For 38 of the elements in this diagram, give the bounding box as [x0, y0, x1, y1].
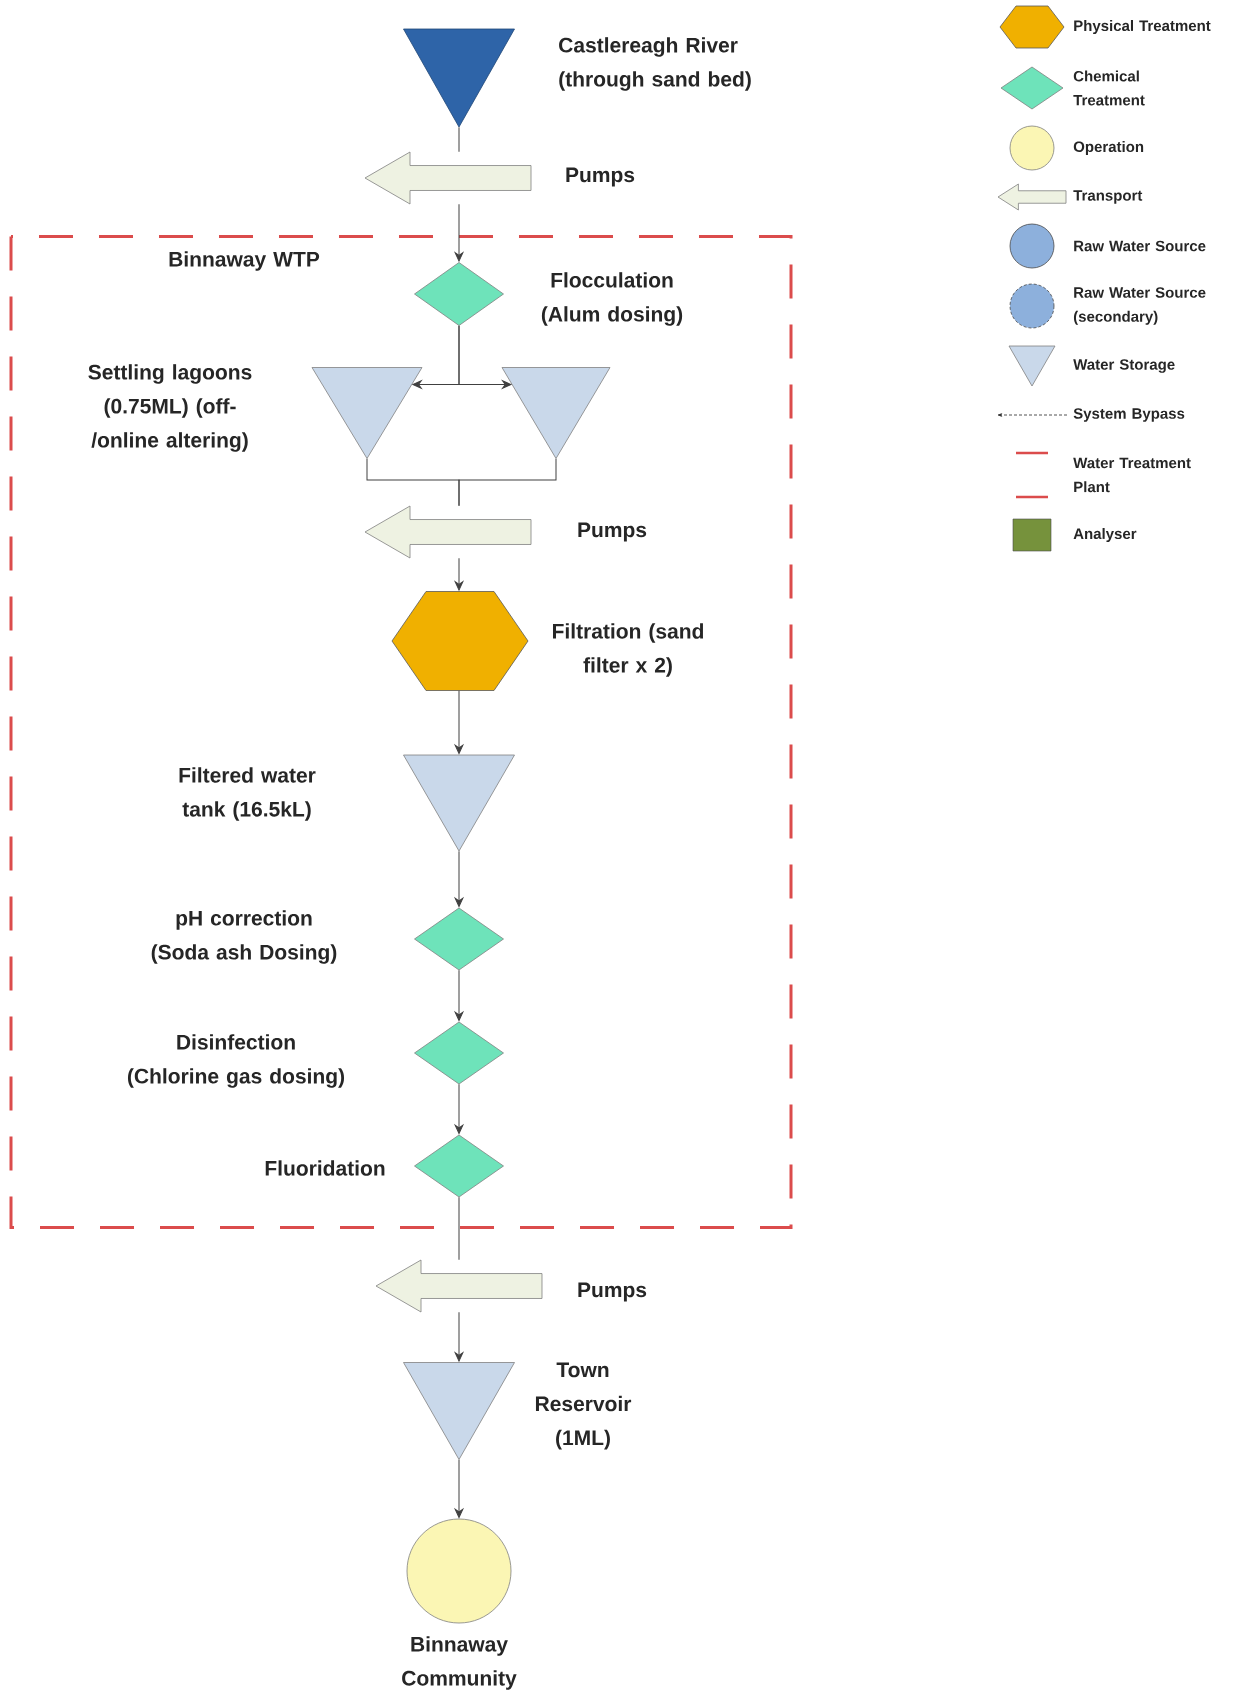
lagoon-triangle: Settling lagoons (0.75ML) (off-/online altering): [88, 364, 423, 459]
legend-label: Raw Water Source (secondary): [1073, 287, 1206, 325]
connector-line: [458, 1196, 460, 1261]
lagoon-triangle: [501, 367, 611, 459]
arrow: [458, 325, 512, 389]
node-label: Castlereagh River (through sand bed): [559, 37, 751, 91]
arrow: [454, 557, 464, 591]
node-label: Disinfection (Chlorine gas dosing): [127, 1034, 345, 1088]
legend-label: Operation: [1073, 141, 1144, 155]
node-label: Filtration (sand filter x 2): [553, 623, 704, 677]
connector-line: [458, 126, 460, 153]
arrow: [454, 850, 464, 908]
node-label: Filtered water tank (16.5kL): [179, 767, 316, 821]
arrow: [454, 690, 464, 755]
tank-triangle: Filtered water tank (16.5kL): [179, 754, 515, 852]
node-label: Fluoridation: [265, 1160, 385, 1176]
node-label: Town Reservoir (1ML): [535, 1362, 632, 1450]
legend-label: System Bypass: [1073, 408, 1185, 422]
node-label: Settling lagoons (0.75ML) (off-/online altering): [88, 364, 252, 452]
legend-label: Water Storage: [1073, 359, 1175, 373]
arrow: [454, 203, 464, 262]
arrow: [454, 1459, 464, 1519]
arrow: [454, 969, 464, 1022]
legend-label: Raw Water Source: [1074, 240, 1206, 252]
arrow: [454, 1083, 464, 1135]
filter-hexagon: Filtration (sand filter x 2): [391, 591, 704, 691]
source-triangle: Castlereagh River (through sand bed): [403, 28, 751, 128]
legend-label: Transport: [1073, 190, 1143, 204]
legend-label: Water Treatment Plant: [1073, 457, 1191, 493]
legend-label: Analyser: [1073, 528, 1137, 542]
legend-label: Chemical Treatment: [1073, 70, 1145, 106]
node-label: Flocculation (Alum dosing): [541, 272, 683, 326]
node-label: Binnaway Community: [402, 1636, 517, 1690]
node-label: pH correction (Soda ash Dosing): [151, 910, 337, 964]
legend-label: Physical Treatment: [1074, 20, 1211, 34]
reservoir-triangle: Town Reservoir (1ML): [403, 1362, 632, 1460]
connector-line: [458, 458, 557, 507]
arrow: [454, 1311, 464, 1362]
